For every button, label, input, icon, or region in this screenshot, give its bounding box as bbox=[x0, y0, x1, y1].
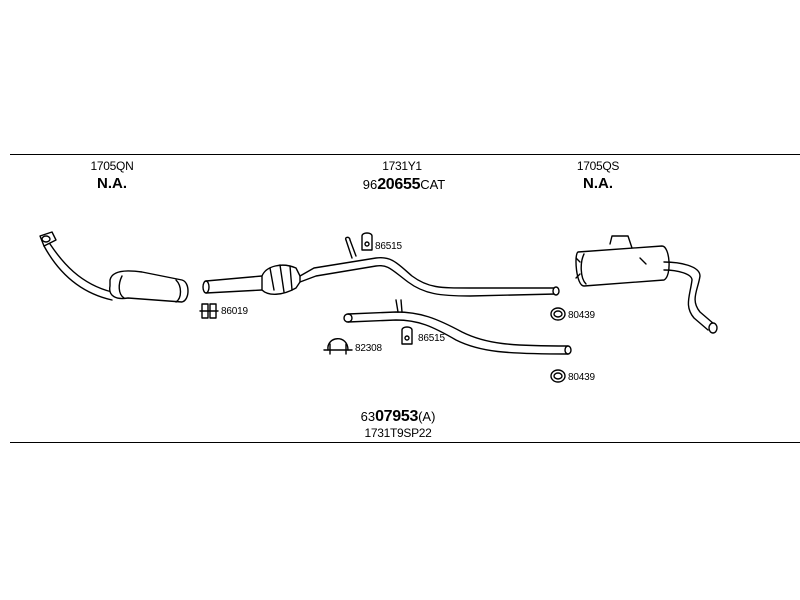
hanger-bracket bbox=[199, 303, 219, 319]
ring-clamp-top-number: 80439 bbox=[568, 310, 595, 321]
catalyst-code: 1731Y1 bbox=[382, 159, 422, 173]
u-bolt-number: 82308 bbox=[355, 343, 382, 354]
rear-silencer bbox=[575, 235, 718, 334]
clamp-lower bbox=[401, 326, 413, 345]
front-pipe-with-silencer bbox=[39, 231, 189, 303]
clamp-lower-number: 86515 bbox=[418, 333, 445, 344]
catalyst-part-suffix: CAT bbox=[420, 177, 446, 192]
front-pipe-status: N.A. bbox=[97, 175, 127, 192]
u-bolt-clamp bbox=[323, 338, 353, 355]
intermediate-pipe bbox=[343, 299, 572, 355]
catalyst-part-main: 20655 bbox=[377, 176, 421, 193]
kit-part-number: 6307953(A) bbox=[361, 408, 436, 426]
rear-silencer-code: 1705QS bbox=[576, 159, 620, 173]
kit-main: 07953 bbox=[375, 408, 419, 425]
top-divider bbox=[10, 154, 800, 155]
catalytic-converter-pipe bbox=[202, 236, 560, 297]
rear-silencer-status: N.A. bbox=[583, 175, 613, 192]
bottom-divider bbox=[10, 442, 800, 443]
clamp-upper-number: 86515 bbox=[375, 241, 402, 252]
kit-suffix: (A) bbox=[418, 409, 436, 424]
ring-clamp-bottom bbox=[550, 369, 566, 383]
clamp-upper bbox=[361, 232, 373, 251]
ring-clamp-bottom-number: 80439 bbox=[568, 372, 595, 383]
hanger-number: 86019 bbox=[221, 306, 248, 317]
front-pipe-code: 1705QN bbox=[90, 159, 134, 173]
kit-code: 1731T9SP22 bbox=[364, 426, 432, 440]
ring-clamp-top bbox=[550, 307, 566, 321]
catalyst-part-number: 9620655CAT bbox=[363, 176, 446, 194]
kit-prefix: 63 bbox=[360, 409, 376, 424]
catalyst-part-prefix: 96 bbox=[362, 177, 378, 192]
